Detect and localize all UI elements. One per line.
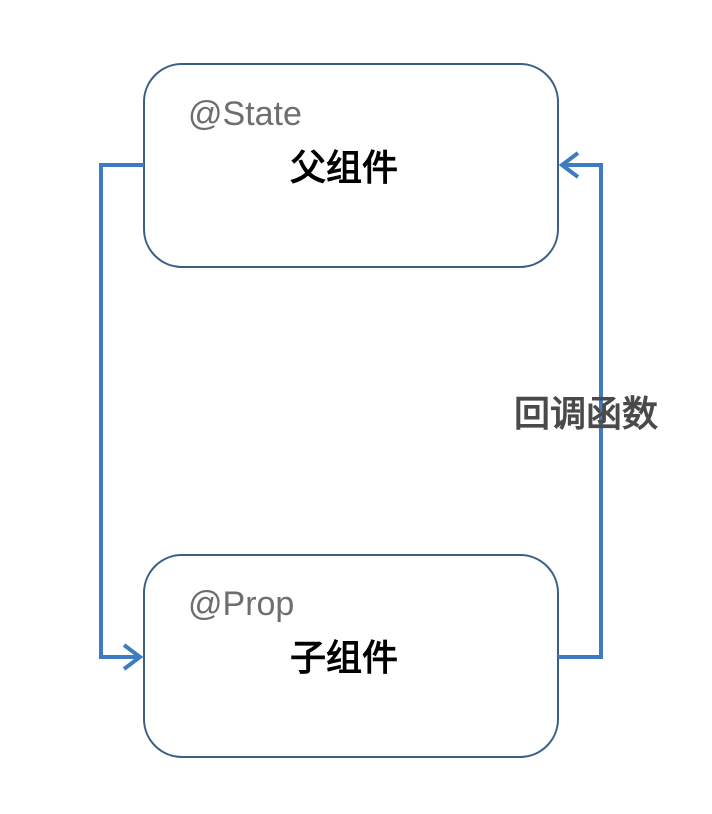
child-to-parent-line [558, 163, 603, 659]
parent-component-node: @State 父组件 [143, 63, 559, 268]
parent-decorator-label: @State [188, 95, 302, 133]
child-decorator-label: @Prop [188, 585, 294, 623]
parent-component-label: 父组件 [290, 148, 398, 189]
callback-edge-label: 回调函数 [514, 394, 658, 435]
parent-to-child-arrow [99, 163, 144, 671]
parent-to-child-arrowhead [122, 643, 144, 671]
child-component-label: 子组件 [290, 638, 398, 679]
child-to-parent-arrow [558, 151, 603, 659]
parent-to-child-line [99, 163, 144, 659]
child-component-node: @Prop 子组件 [143, 554, 559, 758]
child-to-parent-arrowhead [558, 151, 580, 179]
